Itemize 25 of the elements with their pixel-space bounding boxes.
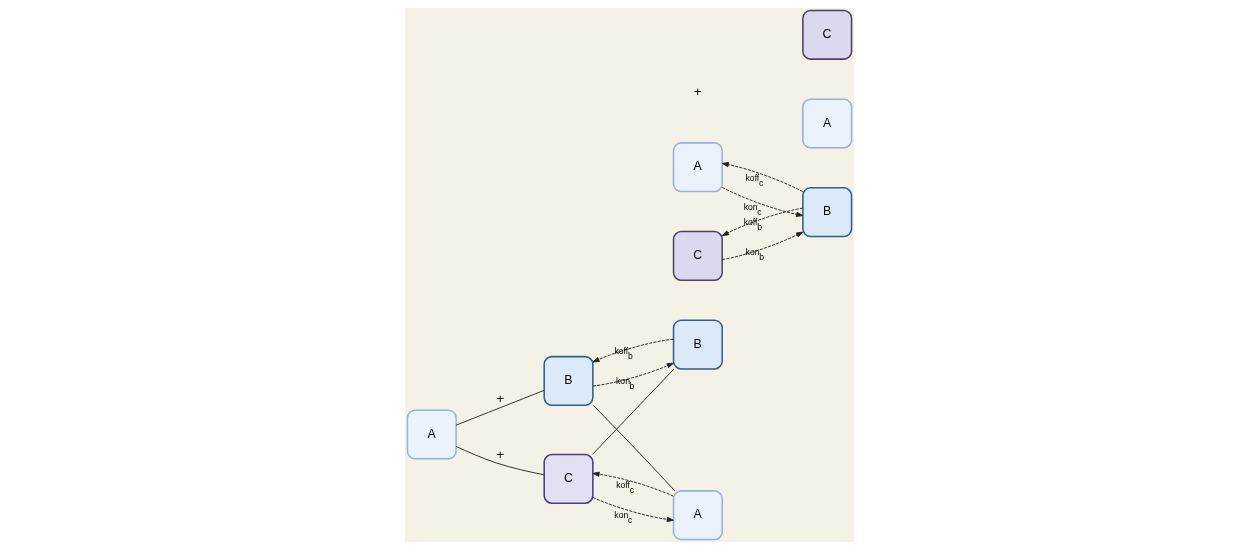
label: + xyxy=(693,84,702,100)
edge-label: + xyxy=(496,446,505,462)
node-box: C xyxy=(672,230,723,281)
node-box: B xyxy=(672,319,723,370)
connector xyxy=(592,368,675,455)
node-box: A xyxy=(672,142,723,193)
node-box: C xyxy=(802,9,853,60)
connector xyxy=(592,404,676,492)
arrow xyxy=(592,338,674,363)
node-box: C xyxy=(543,453,594,504)
connector xyxy=(455,389,545,426)
arrow xyxy=(592,471,674,497)
arrow xyxy=(592,362,674,387)
edge-label: + xyxy=(496,391,505,407)
connector xyxy=(455,446,545,476)
node-box: A xyxy=(802,98,853,149)
arrow xyxy=(721,207,804,237)
node-box: A xyxy=(672,490,723,541)
arrow xyxy=(592,496,674,523)
arrow xyxy=(721,162,804,193)
arrow xyxy=(721,186,804,217)
node-box: B xyxy=(802,187,853,238)
node-box: B xyxy=(543,355,594,407)
arrow xyxy=(721,231,804,261)
node-box: A xyxy=(406,409,457,460)
